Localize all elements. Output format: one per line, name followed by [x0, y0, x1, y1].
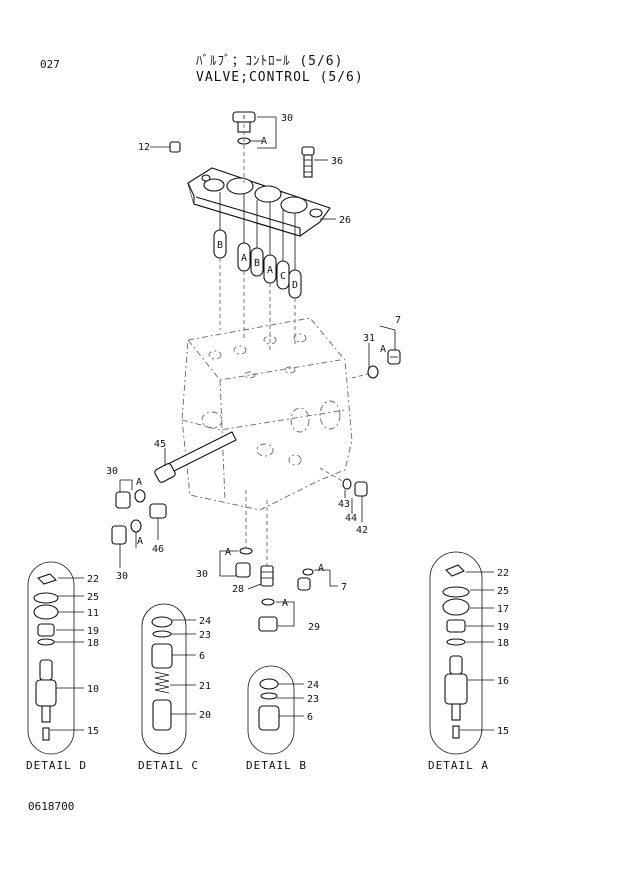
plug-7-right: [387, 349, 401, 365]
callout-c20: 20: [199, 710, 211, 721]
valve-body-phantom: [181, 317, 353, 511]
callout-a25: 25: [497, 586, 509, 597]
detail-c-group: [141, 603, 196, 755]
plug-12: [169, 141, 181, 153]
callout-46: 46: [152, 544, 164, 555]
callout-d15: 15: [87, 726, 99, 737]
callout-c21: 21: [199, 681, 211, 692]
tag-a-2: A: [263, 254, 277, 284]
svg-text:C: C: [280, 271, 286, 282]
detail-a-group: [429, 551, 494, 755]
callout-d25: 25: [87, 592, 99, 603]
callout-c24: 24: [199, 616, 211, 627]
callout-d10: 10: [87, 684, 99, 695]
callout-29: 29: [308, 622, 320, 633]
marker-center-a3: A: [282, 598, 288, 609]
callout-a19: 19: [497, 622, 509, 633]
svg-text:B: B: [217, 240, 223, 251]
drawing-number: 0618700: [28, 800, 75, 813]
callout-30-left-bottom: 30: [116, 571, 128, 582]
callout-c23: 23: [199, 630, 211, 641]
plug-28: [260, 565, 274, 587]
callout-12: 12: [138, 142, 150, 153]
callout-d19: 19: [87, 626, 99, 637]
svg-text:B: B: [254, 258, 260, 269]
spool-45: [154, 431, 237, 483]
tag-a-1: A: [237, 242, 251, 272]
bolt-36: [301, 146, 315, 178]
callout-a22: 22: [497, 568, 509, 579]
cover-plate-26: [187, 167, 331, 237]
marker-center-a2: A: [318, 563, 324, 574]
title-japanese: ﾊﾞﾙﾌﾞ；ｺﾝﾄﾛｰﾙ (5/6): [196, 54, 344, 69]
marker-left-a1: A: [136, 477, 142, 488]
tag-d: D: [288, 269, 302, 299]
plug-29: [258, 616, 278, 632]
plug-7-center: [297, 577, 311, 591]
callout-31: 31: [363, 333, 375, 344]
callout-30-left-top: 30: [106, 466, 118, 477]
callout-a17: 17: [497, 604, 509, 615]
callout-a16: 16: [497, 676, 509, 687]
tag-b-1: B: [213, 229, 227, 259]
o-ring-center-2: [302, 568, 314, 576]
plug-30-left-bottom: [111, 519, 142, 545]
callout-d22: 22: [87, 574, 99, 585]
detail-d-caption: DETAIL D: [26, 759, 87, 772]
detail-b-caption: DETAIL B: [246, 759, 307, 772]
callout-7-center: 7: [341, 582, 347, 593]
callout-a18: 18: [497, 638, 509, 649]
callout-26: 26: [339, 215, 351, 226]
plug-30-left-top: [115, 489, 146, 509]
callout-b24: 24: [307, 680, 319, 691]
plug-30-center: [235, 562, 251, 578]
leader-30-top: [257, 116, 277, 149]
o-ring-center-1: [239, 547, 253, 555]
o-ring-43: [342, 478, 352, 490]
page-number: 027: [40, 58, 60, 71]
detail-b-group: [247, 665, 304, 755]
o-ring-center-3: [261, 598, 275, 606]
callout-7-right: 7: [395, 315, 401, 326]
callout-42: 42: [356, 525, 368, 536]
callout-b23: 23: [307, 694, 319, 705]
callout-43: 43: [338, 499, 350, 510]
plug-42: [354, 481, 368, 497]
svg-text:A: A: [241, 253, 247, 264]
plug-46: [149, 503, 167, 519]
detail-d-group: [27, 561, 84, 755]
callout-c6: 6: [199, 651, 205, 662]
callout-a15: 15: [497, 726, 509, 737]
callout-44: 44: [345, 513, 357, 524]
callout-45: 45: [154, 439, 166, 450]
marker-left-a2: A: [137, 536, 143, 547]
callout-d11: 11: [87, 608, 99, 619]
callout-b6: 6: [307, 712, 313, 723]
bolt-30-top: [232, 111, 256, 133]
callout-28: 28: [232, 584, 244, 595]
plug-31: [367, 365, 379, 379]
detail-c-caption: DETAIL C: [138, 759, 199, 772]
detail-a-caption: DETAIL A: [428, 759, 489, 772]
marker-right-a: A: [380, 344, 386, 355]
callout-30-top: 30: [281, 113, 293, 124]
callout-36: 36: [331, 156, 343, 167]
marker-center-a1: A: [225, 547, 231, 558]
callout-d18: 18: [87, 638, 99, 649]
title-english: VALVE;CONTROL (5/6): [196, 70, 364, 85]
tag-c: C: [276, 260, 290, 290]
marker-top-a: A: [261, 136, 267, 147]
svg-text:D: D: [292, 280, 298, 291]
svg-text:A: A: [267, 265, 273, 276]
callout-30-center: 30: [196, 569, 208, 580]
tag-b-2: B: [250, 247, 264, 277]
